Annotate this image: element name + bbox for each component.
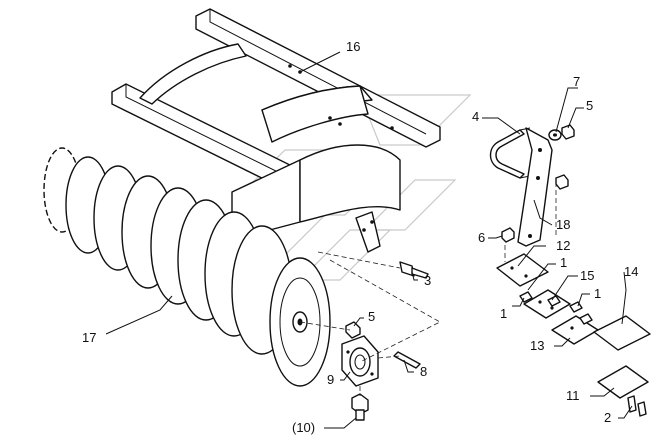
callout-3: 3 (424, 273, 431, 288)
assembly-lines (299, 182, 557, 396)
scraper-arm-part-18 (517, 127, 553, 247)
leader-lines (105, 51, 633, 429)
callout-6: 6 (478, 230, 485, 245)
callout-5-lower: 5 (368, 309, 375, 324)
frame-part-16 (111, 8, 441, 253)
callout-8: 8 (420, 364, 427, 379)
callout-12: 12 (556, 238, 570, 253)
callout-18: 18 (556, 217, 570, 232)
callout-5-upper: 5 (586, 98, 593, 113)
screws-part-1 (519, 291, 593, 325)
callout-1-top: 1 (560, 255, 567, 270)
washer-part-7 (548, 129, 562, 141)
pin-part-8 (393, 351, 421, 369)
u-bolt-part-4 (489, 127, 531, 179)
callout-10: (10) (292, 420, 315, 435)
callout-11: 11 (566, 388, 580, 403)
scraper-plate-part-12 (496, 253, 549, 287)
bearing-flange-part-9 (341, 335, 379, 387)
callout-14: 14 (624, 264, 638, 279)
scraper-plate-part-15 (523, 289, 571, 319)
scraper-blade-part-14 (593, 315, 651, 351)
callout-2: 2 (604, 410, 611, 425)
scraper-plate-part-11 (597, 365, 649, 399)
callout-15: 15 (580, 268, 594, 283)
callout-1-right: 1 (594, 286, 601, 301)
callout-9: 9 (327, 372, 334, 387)
callout-13: 13 (530, 338, 544, 353)
callout-16: 16 (346, 39, 360, 54)
screws-part-2 (627, 395, 647, 417)
nut-part-5 (345, 321, 361, 339)
callout-1-left: 1 (500, 306, 507, 321)
callout-17: 17 (82, 330, 96, 345)
bolt-part-6 (501, 227, 515, 243)
bolt-part-3 (399, 261, 429, 279)
callout-labels: 16 4 7 5 18 6 12 1 15 1 1 14 3 5 17 13 9… (82, 39, 638, 435)
callout-4: 4 (472, 109, 479, 124)
callout-7: 7 (573, 74, 580, 89)
nut-part-5-upper (555, 124, 575, 190)
grease-nipple-part-10 (351, 393, 369, 421)
